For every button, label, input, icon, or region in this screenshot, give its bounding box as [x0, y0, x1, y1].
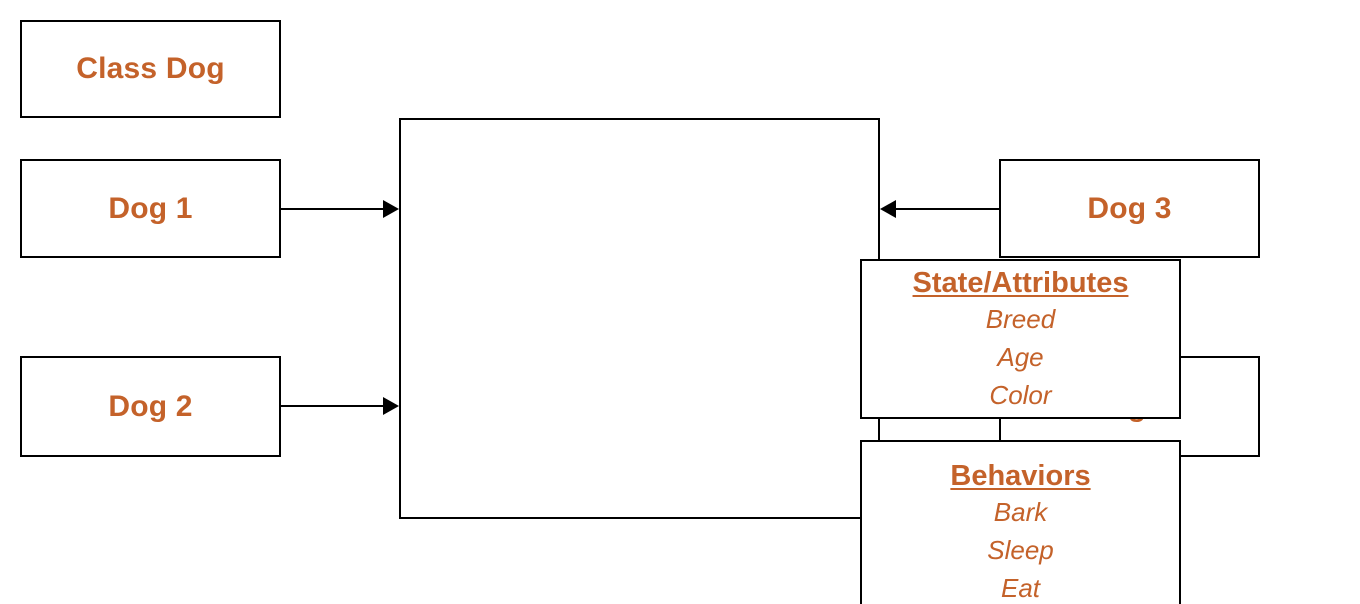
compartment-item-sleep: Sleep: [987, 535, 1054, 565]
connector-line-dog3: [896, 208, 999, 210]
instance-box-dog-2[interactable]: Dog 2: [20, 356, 281, 457]
instance-box-dog-1[interactable]: Dog 1: [20, 159, 281, 258]
class-dog-box[interactable]: Class Dog: [20, 20, 281, 118]
compartment-item-eat: Eat: [1000, 573, 1041, 603]
compartment-title-behaviors: Behaviors: [950, 460, 1091, 492]
connector-line-dog1: [281, 208, 383, 210]
compartment-item-breed: Breed: [985, 304, 1056, 334]
connector-line-dog2: [281, 405, 383, 407]
arrow-head-right-dog2: [383, 397, 399, 415]
instance-box-dog-3[interactable]: Dog 3: [999, 159, 1260, 258]
arrow-head-right-dog1: [383, 200, 399, 218]
compartment-item-color: Color: [989, 380, 1052, 410]
compartment-behaviors[interactable]: Behaviors Bark Sleep Eat: [860, 440, 1181, 604]
class-dog-label: Class Dog: [76, 52, 225, 85]
compartment-item-bark: Bark: [993, 497, 1048, 527]
compartment-item-age: Age: [997, 342, 1044, 372]
instance-label-dog-2: Dog 2: [108, 389, 193, 423]
instance-label-dog-1: Dog 1: [108, 191, 193, 225]
arrow-head-left-dog3: [880, 200, 896, 218]
class-definition-container[interactable]: State/Attributes Breed Age Color Behavio…: [399, 118, 1181, 604]
instance-label-dog-3: Dog 3: [1087, 191, 1172, 225]
compartment-title-state: State/Attributes: [912, 267, 1129, 299]
compartment-state-attributes[interactable]: State/Attributes Breed Age Color: [860, 259, 1181, 419]
